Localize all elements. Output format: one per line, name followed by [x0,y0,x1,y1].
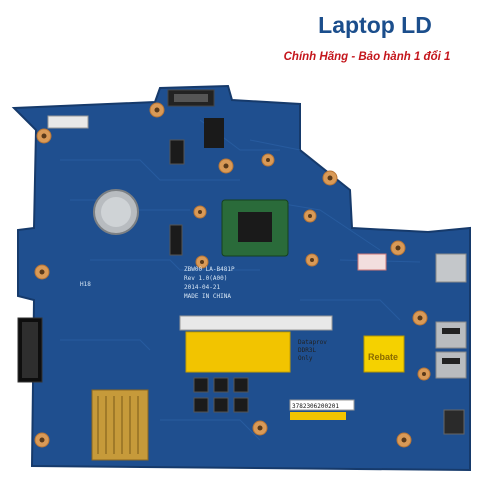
mounting-holes [34,102,431,448]
serial-label: 3782306200201 [289,399,355,420]
capacitors [169,139,249,413]
svg-text:3782306200201: 3782306200201 [292,403,339,410]
hdd-connector [17,317,43,383]
right-ports [435,253,467,435]
small-connector [204,118,224,148]
silkscreen-block: ZBW00 LA-B481P Rev 1.0(A00) 2014-04-21 M… [184,266,235,300]
silkscreen-line: ZBW00 LA-B481P [184,266,235,273]
memory-slot: Dataprov DDR3L Only [179,315,333,373]
memory-label-line: Dataprov [298,339,327,346]
rebate-sticker: Rebate [363,335,405,373]
lid-connector [47,115,89,129]
warranty-sticker [357,253,387,271]
memory-label-line: DDR3L [298,347,316,354]
cmos-battery [93,189,139,235]
connector-label: H18 [80,281,91,288]
silkscreen-line: Rev 1.0(A00) [184,275,227,282]
card-slot [91,389,149,461]
svg-text:Rebate: Rebate [368,352,398,362]
silkscreen-line: MADE IN CHINA [184,293,231,300]
top-power-connector [167,89,215,107]
memory-label-line: Only [298,355,313,362]
brand-title: Laptop LD [318,12,432,38]
cpu-chip [221,199,289,257]
pcb-board [11,84,471,472]
silkscreen-line: 2014-04-21 [184,284,221,291]
brand-subtitle: Chính Hãng - Bảo hành 1 đổi 1 [283,51,451,63]
